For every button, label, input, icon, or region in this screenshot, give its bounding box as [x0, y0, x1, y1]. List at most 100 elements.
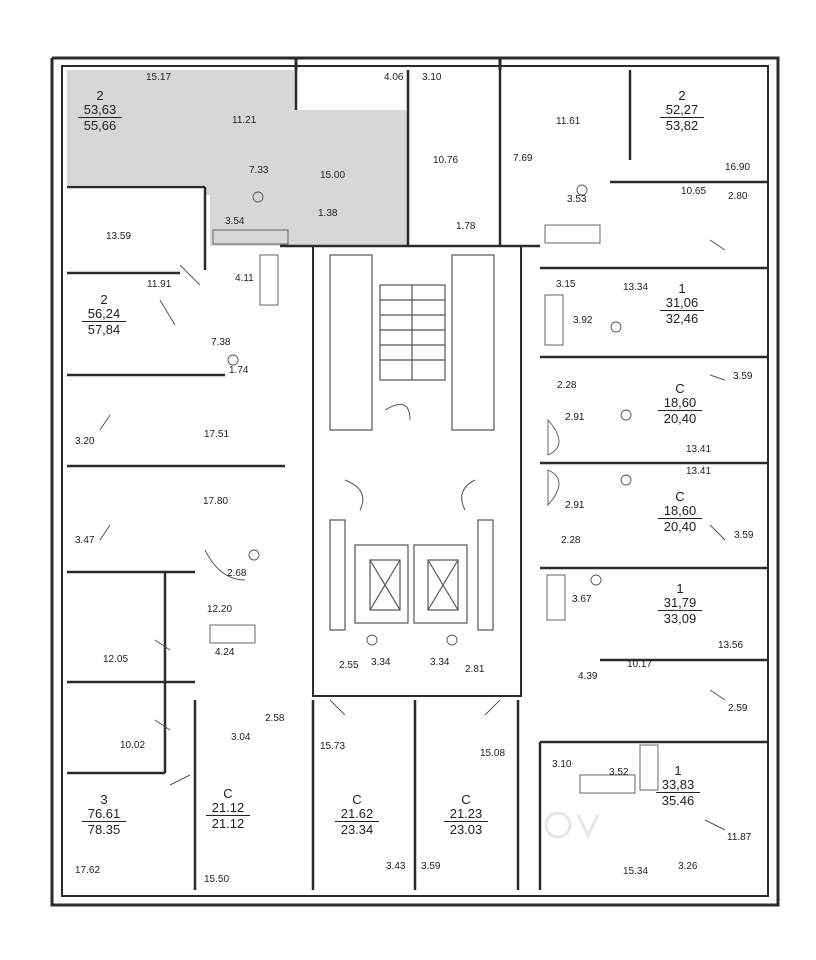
apartment-label: С 21.23 23.03 — [436, 793, 496, 837]
room-area: 2.81 — [465, 664, 485, 675]
room-area: 2.68 — [227, 568, 247, 579]
room-area: 2.28 — [557, 380, 577, 391]
apartment-rooms: С — [223, 786, 233, 801]
interior-walls — [67, 70, 768, 890]
room-area: 3.54 — [225, 216, 245, 227]
room-area: 13.41 — [686, 444, 712, 455]
room-area: 16.90 — [725, 162, 751, 173]
room-area: 12.20 — [207, 604, 233, 615]
room-area: 3.53 — [567, 194, 587, 205]
room-area: 17.80 — [203, 496, 229, 507]
room-area: 2.58 — [265, 713, 285, 724]
apartment-total-area: 35.46 — [656, 792, 700, 808]
room-area: 4.39 — [578, 671, 598, 682]
room-area: 3.34 — [430, 657, 450, 668]
room-area: 13.41 — [686, 466, 712, 477]
apartment-label: 2 53,63 55,66 — [70, 89, 130, 133]
room-area: 11.21 — [232, 115, 257, 126]
room-area: 4.06 — [384, 72, 404, 83]
room-area: 2.28 — [561, 535, 581, 546]
room-area: 10.76 — [433, 155, 459, 166]
apartment-label: С 21.62 23.34 — [327, 793, 387, 837]
apartment-living-area: 56,24 — [87, 305, 121, 321]
apartment-label: 2 56,24 57,84 — [74, 293, 134, 337]
door-swings — [99, 239, 726, 831]
apartment-total-area: 32,46 — [660, 310, 704, 326]
apartment-rooms: 2 — [96, 88, 104, 103]
room-area: 13.34 — [623, 282, 649, 293]
apartment-label: 2 52,27 53,82 — [652, 89, 712, 133]
apartment-total-area: 57,84 — [82, 321, 126, 337]
apartment-living-area: 53,63 — [83, 101, 117, 117]
apartment-label: 1 33,83 35.46 — [648, 764, 708, 808]
room-area: 3.67 — [572, 594, 592, 605]
apartment-label: С 18,60 20,40 — [650, 382, 710, 426]
apartment-living-area: 33,83 — [661, 776, 695, 792]
apartment-rooms: 1 — [676, 581, 684, 596]
apartment-label: С 18,60 20,40 — [650, 490, 710, 534]
apartment-total-area: 78.35 — [82, 821, 126, 837]
room-area: 11.91 — [147, 279, 172, 290]
room-area: 11.87 — [727, 832, 752, 843]
apartment-rooms: С — [675, 489, 685, 504]
room-area: 2.91 — [565, 500, 585, 511]
room-area: 7.69 — [513, 153, 533, 164]
apartment-total-area: 33,09 — [658, 610, 702, 626]
room-area: 15.34 — [623, 866, 649, 877]
apartment-label: С 21.12 21.12 — [198, 787, 258, 831]
room-area: 3.52 — [609, 767, 629, 778]
room-area: 3.10 — [552, 759, 572, 770]
apartment-rooms: 2 — [100, 292, 108, 307]
exterior-walls — [50, 56, 780, 907]
apartment-label: 1 31,06 32,46 — [652, 282, 712, 326]
bathroom-fixtures — [204, 184, 659, 794]
apartment-living-area: 31,06 — [665, 294, 699, 310]
highlighted-apartment-bathroom — [210, 180, 290, 246]
apartment-living-area: 18,60 — [663, 502, 697, 518]
room-area: 12.05 — [103, 654, 129, 665]
room-area: 3.20 — [75, 436, 95, 447]
room-area: 15.50 — [204, 874, 230, 885]
room-area: 3.59 — [734, 530, 754, 541]
room-area: 3.92 — [573, 315, 593, 326]
apartment-rooms: 1 — [678, 281, 686, 296]
room-area: 3.47 — [75, 535, 95, 546]
room-area: 13.56 — [718, 640, 744, 651]
apartment-rooms: С — [352, 792, 362, 807]
apartment-rooms: С — [461, 792, 471, 807]
highlighted-apartment-area — [67, 70, 408, 246]
apartment-living-area: 52,27 — [665, 101, 699, 117]
room-area: 10.02 — [120, 740, 146, 751]
apartment-living-area: 76.61 — [87, 805, 121, 821]
room-area: 1.78 — [456, 221, 476, 232]
room-area: 17.62 — [75, 865, 101, 876]
apartment-living-area: 21.12 — [211, 799, 245, 815]
room-area: 10.65 — [681, 186, 707, 197]
apartment-total-area: 55,66 — [78, 117, 122, 133]
apartment-living-area: 21.23 — [449, 805, 483, 821]
room-area: 15.17 — [146, 72, 172, 83]
apartment-rooms: 3 — [100, 792, 108, 807]
stair-and-shafts — [329, 254, 495, 631]
room-area: 2.80 — [728, 191, 748, 202]
apartment-total-area: 23.34 — [335, 821, 379, 837]
room-area: 3.04 — [231, 732, 251, 743]
room-area: 3.59 — [733, 371, 753, 382]
room-area: 1.38 — [318, 208, 338, 219]
room-area: 3.26 — [678, 861, 698, 872]
room-area: 2.55 — [339, 660, 359, 671]
room-area: 2.59 — [728, 703, 748, 714]
room-area: 1.74 — [229, 365, 249, 376]
room-area: 4.11 — [235, 273, 254, 284]
room-area: 10.17 — [627, 659, 653, 670]
apartment-total-area: 20,40 — [658, 410, 702, 426]
room-area: 3.34 — [371, 657, 391, 668]
apartment-total-area: 53,82 — [660, 117, 704, 133]
apartment-living-area: 31,79 — [663, 594, 697, 610]
apartment-total-area: 21.12 — [206, 815, 250, 831]
room-area: 3.59 — [421, 861, 441, 872]
room-area: 7.33 — [249, 165, 269, 176]
room-area: 3.10 — [422, 72, 442, 83]
room-area: 4.24 — [215, 647, 235, 658]
